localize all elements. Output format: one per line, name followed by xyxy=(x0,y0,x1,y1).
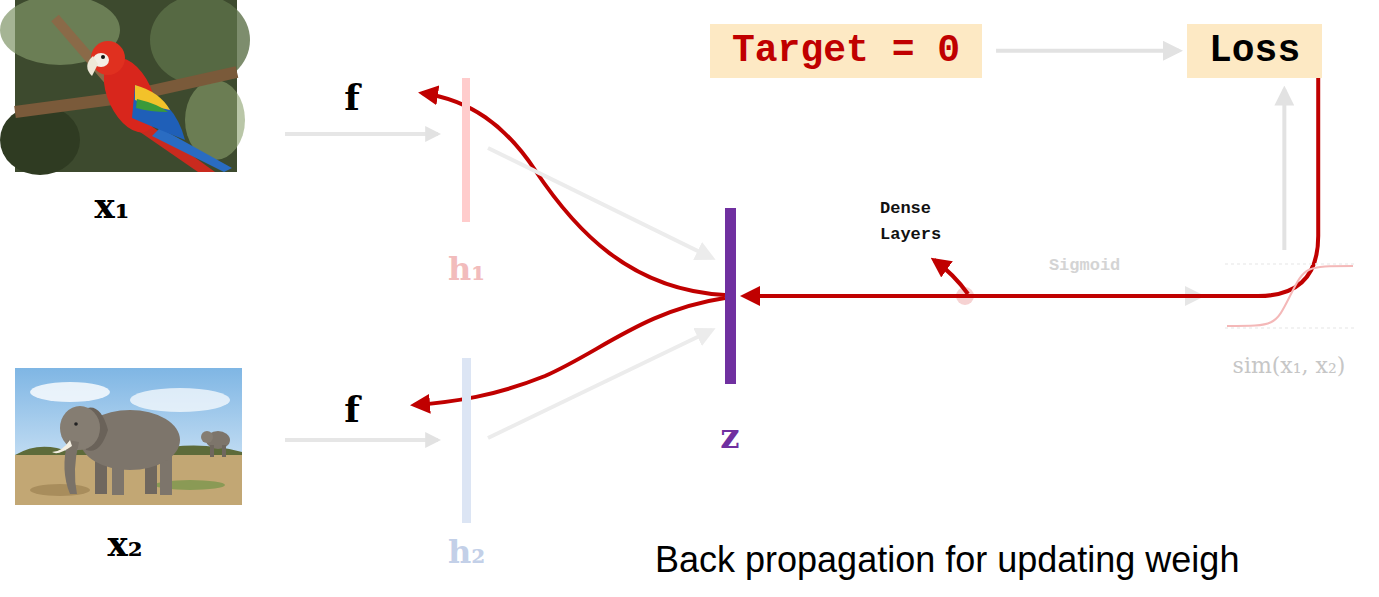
backprop-arrows xyxy=(414,93,968,405)
input-label: x₁ xyxy=(94,186,129,227)
forward-connector xyxy=(1282,90,1286,250)
sigmoid-output: sim(x₁, x₂) xyxy=(1205,252,1373,382)
embedding-bar: z xyxy=(718,208,742,455)
vector-bar-fill xyxy=(725,208,736,384)
layer-label: Dense Layers xyxy=(880,196,960,247)
edge-label: Sigmoid xyxy=(1049,256,1120,275)
encoder-label: f xyxy=(344,388,360,431)
vector-bar-fill xyxy=(462,358,471,523)
vector-label: h₁ xyxy=(448,252,484,287)
elephant-photo xyxy=(15,368,242,505)
encoder-label: f xyxy=(344,76,360,119)
loss-box: Loss xyxy=(1187,24,1322,78)
vector-bar: h₂ xyxy=(448,358,484,570)
input-arrows xyxy=(285,134,438,440)
forward-connector xyxy=(488,148,712,258)
sigmoid-curve xyxy=(1205,256,1373,336)
target-box: Target = 0 xyxy=(710,24,982,78)
vector-label: h₂ xyxy=(448,535,484,570)
input-arrow xyxy=(285,438,438,442)
input-arrow xyxy=(285,132,438,136)
parrot-photo xyxy=(0,0,250,175)
forward-connector xyxy=(996,49,1179,53)
similarity-label: sim(x₁, x₂) xyxy=(1205,353,1373,378)
vector-bar-fill xyxy=(462,78,470,222)
vector-bar: h₁ xyxy=(448,78,484,287)
box-label: Target = 0 xyxy=(732,28,960,74)
caption-note: Back propagation for updating weigh xyxy=(655,538,1239,581)
gradient-connector xyxy=(744,78,1318,296)
box-label: Loss xyxy=(1209,28,1300,74)
forward-connector xyxy=(488,330,712,438)
vector-label: z xyxy=(718,418,742,455)
input-label: x₂ xyxy=(107,524,142,565)
gradient-branch-arrow xyxy=(934,260,968,294)
